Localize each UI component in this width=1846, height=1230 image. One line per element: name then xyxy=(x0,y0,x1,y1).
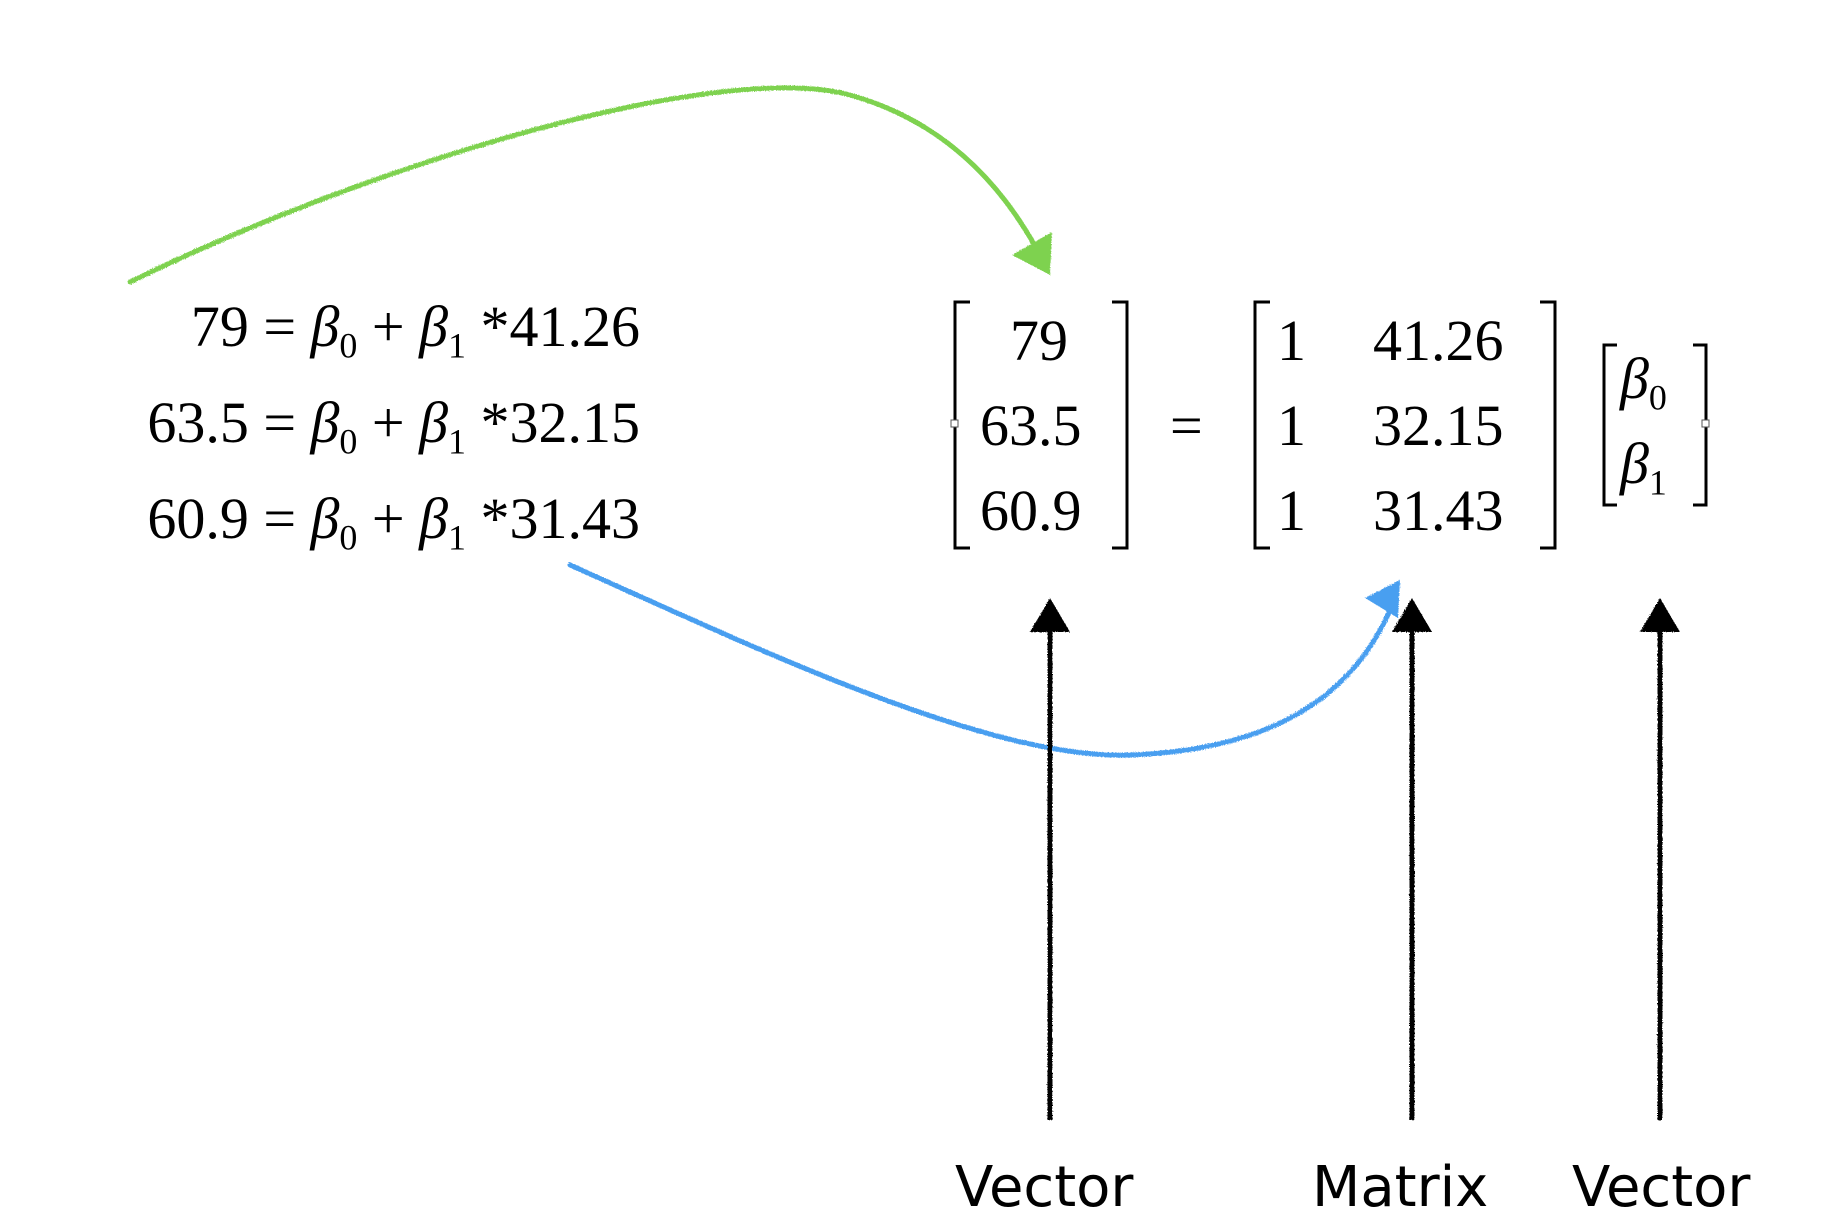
matrix-arrowhead xyxy=(1392,598,1432,632)
blue-arrowhead xyxy=(1365,580,1400,618)
design-matrix-entry: 1 xyxy=(1277,393,1306,458)
design-matrix-left-bracket xyxy=(1253,300,1270,550)
equation-row-1: 79 = β0 + β1 *41.26 xyxy=(190,294,640,366)
design-matrix-entry: 41.26 xyxy=(1373,308,1504,373)
left-vector-arrowhead xyxy=(1030,598,1070,632)
right-vector-arrowhead xyxy=(1640,598,1680,632)
design-matrix-entry: 1 xyxy=(1277,308,1306,373)
beta-vector-entry: β0 xyxy=(1620,346,1667,418)
matrix-equals-sign: = xyxy=(1170,393,1203,458)
label-vector-right: Vector xyxy=(1572,1155,1751,1220)
equation-row-2: 63.5 = β0 + β1 *32.15 xyxy=(147,390,640,462)
design-matrix-right-bracket xyxy=(1540,300,1557,550)
beta-vector-entry: β1 xyxy=(1620,431,1667,503)
selection-handle-left xyxy=(950,419,959,428)
beta-vector-left-bracket xyxy=(1602,343,1617,507)
y-vector-entry: 60.9 xyxy=(980,478,1082,543)
green-curved-arrow xyxy=(127,85,1043,285)
label-vector-left: Vector xyxy=(955,1155,1134,1220)
blue-curved-arrow xyxy=(567,562,1398,758)
label-matrix: Matrix xyxy=(1312,1155,1489,1220)
equation-row-3: 60.9 = β0 + β1 *31.43 xyxy=(147,486,640,558)
y-vector-right-bracket xyxy=(1112,300,1129,550)
y-vector-entry: 63.5 xyxy=(980,393,1082,458)
green-arrowhead xyxy=(1012,232,1052,275)
y-vector-entry: 79 xyxy=(1010,308,1068,373)
selection-handle-right xyxy=(1701,419,1710,428)
design-matrix-entry: 32.15 xyxy=(1373,393,1504,458)
design-matrix-entry: 1 xyxy=(1277,478,1306,543)
design-matrix-entry: 31.43 xyxy=(1373,478,1504,543)
